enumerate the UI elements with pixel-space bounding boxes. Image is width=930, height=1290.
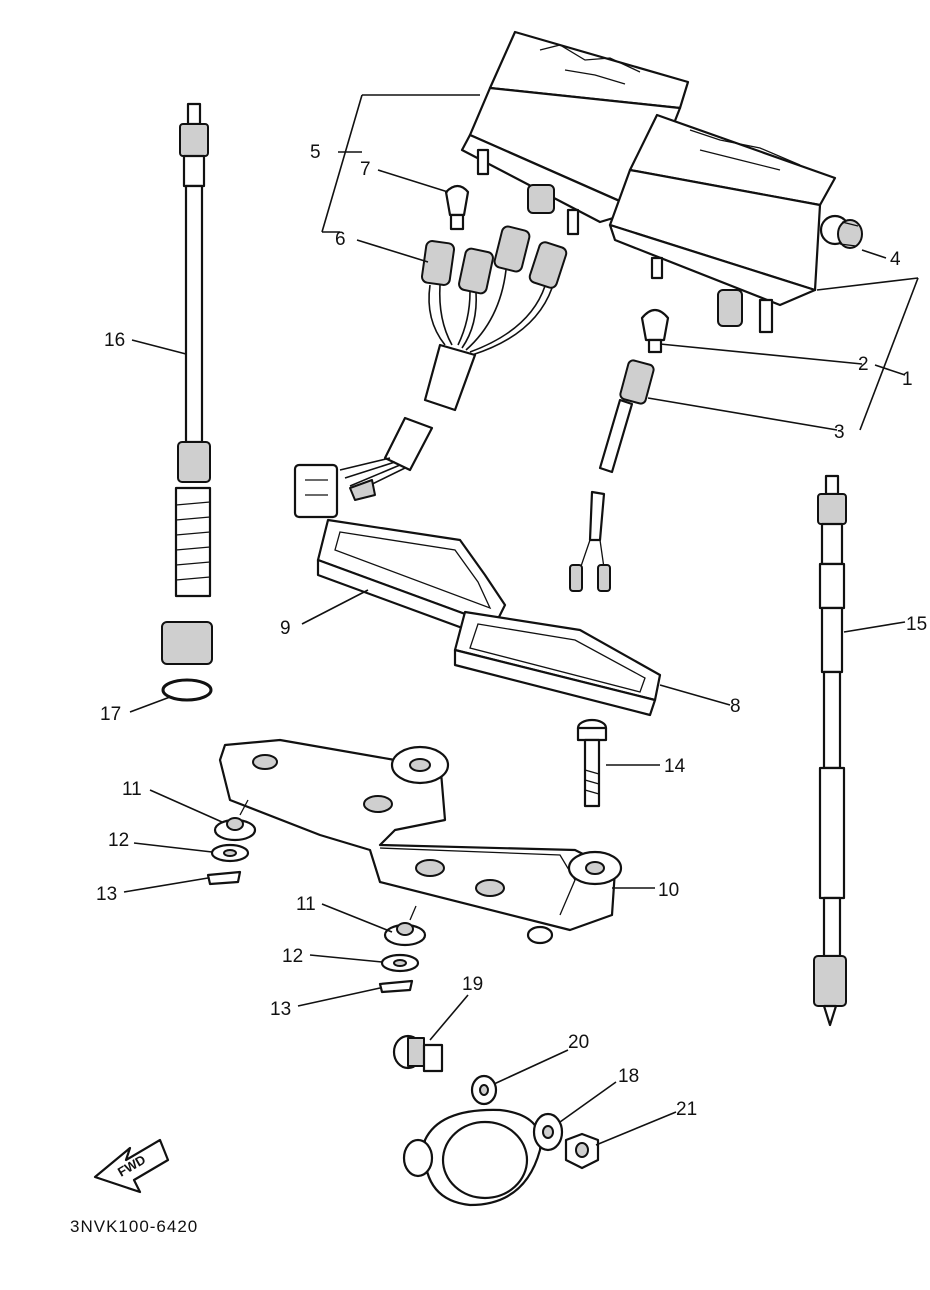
diagram-code: 3NVK100-6420 [70, 1217, 198, 1236]
callout-15: 15 [906, 614, 927, 635]
callout-3: 3 [834, 422, 845, 443]
callout-4: 4 [890, 249, 901, 270]
callout-19: 19 [462, 974, 483, 995]
callout-1: 1 [902, 369, 913, 390]
callout-7: 7 [360, 159, 371, 180]
callout-5: 5 [310, 142, 321, 163]
callout-20: 20 [568, 1032, 589, 1053]
part-14-bolt [576, 718, 608, 808]
part-20-washer [470, 1074, 498, 1106]
forward-arrow-icon: FWD [93, 1138, 170, 1194]
part-9-cushion [316, 518, 507, 642]
part-3-socket-cord [569, 359, 655, 592]
callout-8: 8 [730, 696, 741, 717]
part-4-reset-knob [819, 214, 863, 249]
part-21-nut [564, 1132, 600, 1170]
callout-13-upper: 13 [96, 884, 117, 905]
callout-9: 9 [280, 618, 291, 639]
part-2-bulb [640, 308, 670, 354]
part-6-wire-harness [293, 225, 568, 519]
callout-2: 2 [858, 354, 869, 375]
part-12-washer-lower [380, 953, 420, 973]
part-1-meter-housing [608, 113, 837, 334]
leader-lines [123, 94, 919, 1146]
callout-labels: 1 2 3 4 5 6 7 8 9 10 11 12 13 11 12 13 1… [96, 142, 927, 1120]
callout-12-upper: 12 [108, 830, 129, 851]
part-13-nut-upper [206, 870, 242, 886]
callout-17: 17 [100, 704, 121, 725]
callout-16: 16 [104, 330, 125, 351]
callout-11-upper: 11 [122, 779, 142, 800]
part-12-washer-upper [210, 843, 250, 863]
part-16-cable [161, 102, 213, 665]
part-19-screw [392, 1034, 444, 1073]
part-8-cushion [453, 610, 662, 717]
callout-14: 14 [664, 756, 686, 777]
callout-21: 21 [676, 1099, 697, 1120]
part-11-grommet-lower [383, 905, 427, 947]
part-11-grommet-upper [213, 799, 257, 842]
callout-10: 10 [658, 880, 679, 901]
part-10-bracket [218, 738, 623, 945]
part-7-bulb [444, 184, 470, 231]
part-18-clamp [402, 1108, 564, 1207]
part-15-cable [813, 474, 847, 1027]
callout-11-lower: 11 [296, 894, 316, 915]
part-13-nut-lower [378, 979, 414, 994]
callout-6: 6 [335, 229, 346, 250]
callout-13-lower: 13 [270, 999, 291, 1020]
callout-12-lower: 12 [282, 946, 303, 967]
part-17-o-ring [161, 678, 213, 702]
callout-18: 18 [618, 1066, 639, 1087]
